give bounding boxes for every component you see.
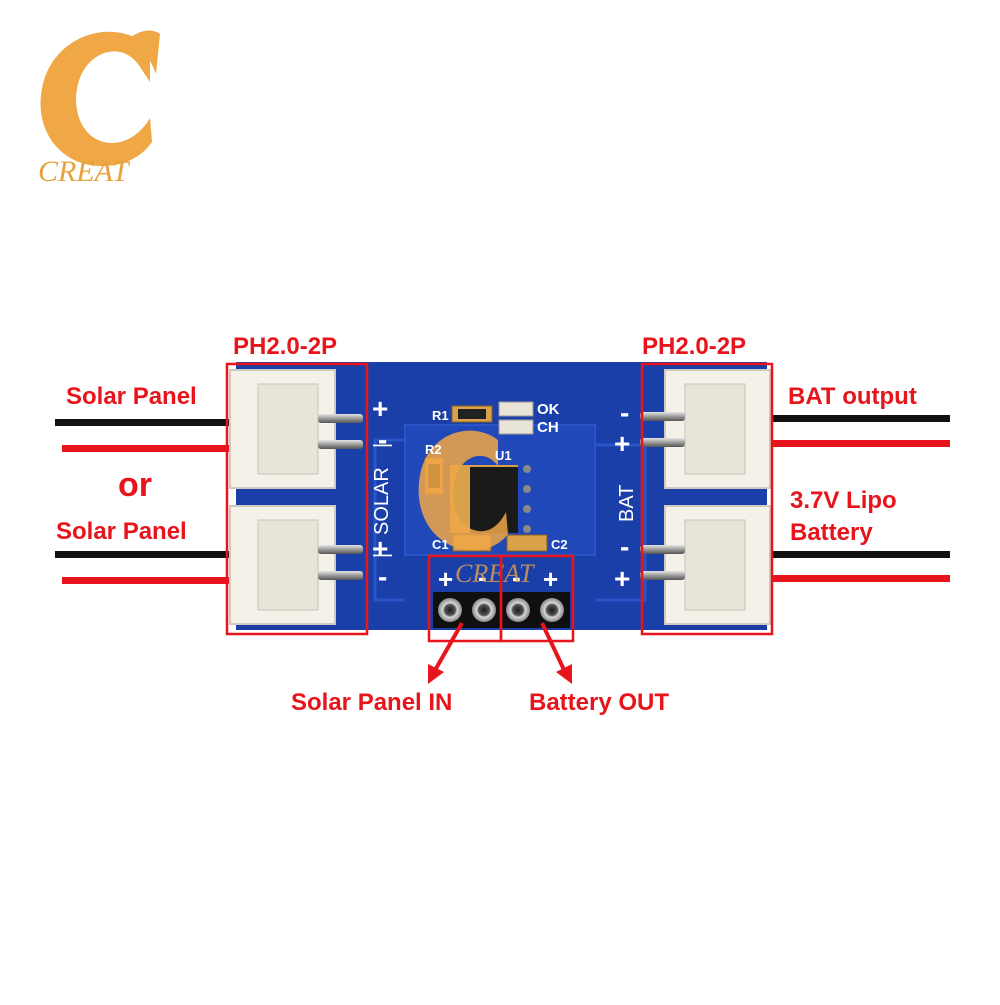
silk-u1: U1 <box>495 448 512 463</box>
silk-ok: OK <box>537 401 560 418</box>
arrow-battery-out <box>540 622 567 673</box>
silk-plus: + <box>372 533 388 564</box>
left-connector-box <box>225 362 369 636</box>
annotation-labels: PH2.0-2P PH2.0-2P Solar Panel or Solar P… <box>56 333 917 716</box>
wire-red-3 <box>770 440 950 447</box>
arrow-solar-in-head <box>428 664 444 684</box>
silk-minus: - <box>620 531 629 562</box>
silk-solar-bar: | <box>371 553 393 558</box>
silk-minus: - <box>512 562 521 592</box>
silk-minus: - <box>378 424 387 455</box>
annotation-boxes <box>225 362 774 643</box>
right-header-label: PH2.0-2P <box>642 333 746 360</box>
silkscreen: R1 OK CH R2 U1 C1 C2 SOLAR | | BAT + - +… <box>371 393 638 594</box>
silk-c2: C2 <box>551 537 568 552</box>
silk-minus: - <box>620 397 629 428</box>
silk-solar: SOLAR <box>371 467 393 535</box>
pcb-trace <box>595 443 647 602</box>
watermark-word: CREAT <box>455 559 535 588</box>
arrows <box>428 622 572 684</box>
silk-plus: + <box>372 393 388 424</box>
right-connector-box <box>640 362 774 636</box>
solar-panel-label-2: Solar Panel <box>56 518 187 545</box>
silk-ch: CH <box>537 419 559 436</box>
wire-black-2 <box>55 551 235 558</box>
silk-plus: + <box>543 564 558 594</box>
arrow-solar-in <box>432 622 464 673</box>
or-label: or <box>118 466 152 504</box>
silk-minus: - <box>378 561 387 592</box>
silk-r1: R1 <box>432 408 449 423</box>
left-connector-top <box>229 369 363 489</box>
silk-bat: BAT <box>616 485 638 522</box>
wire-black-1 <box>55 419 235 426</box>
watermark-c <box>418 430 508 551</box>
right-wires <box>770 415 950 582</box>
silk-plus: + <box>614 563 630 594</box>
solar-panel-label-1: Solar Panel <box>66 383 197 410</box>
wire-red-1 <box>62 445 235 452</box>
logo-wordmark: CREAT <box>38 155 131 188</box>
silk-plus: + <box>614 428 630 459</box>
left-connector-bottom <box>229 505 363 625</box>
bat-output-label: BAT output <box>788 383 917 410</box>
arrow-battery-out-head <box>556 664 572 684</box>
silk-solar-bar: | <box>371 443 393 448</box>
brand-logo <box>40 30 160 167</box>
lipo-label-line1: 3.7V Lipo <box>790 487 897 514</box>
wire-red-2 <box>62 577 235 584</box>
logo-c-top <box>130 30 160 74</box>
silk-minus: - <box>478 562 487 592</box>
right-connector-top <box>640 369 771 489</box>
battery-out-label: Battery OUT <box>529 689 669 716</box>
wire-black-3 <box>770 415 950 422</box>
wire-black-4 <box>770 551 950 558</box>
led-ok <box>498 401 534 417</box>
wire-red-4 <box>770 575 950 582</box>
left-header-label: PH2.0-2P <box>233 333 337 360</box>
right-connector-bottom <box>640 505 771 625</box>
pcb-trace <box>373 438 405 602</box>
logo-c-shape <box>40 31 152 167</box>
battery-pins-box <box>499 554 575 643</box>
solar-in-label: Solar Panel IN <box>291 689 452 716</box>
silk-c1: C1 <box>432 537 449 552</box>
left-wires <box>55 419 235 584</box>
lipo-label-line2: Battery <box>790 519 873 546</box>
silk-r2: R2 <box>425 442 442 457</box>
led-ch <box>498 419 534 435</box>
capacitor-c2 <box>506 534 548 552</box>
silk-plus: + <box>438 564 453 594</box>
